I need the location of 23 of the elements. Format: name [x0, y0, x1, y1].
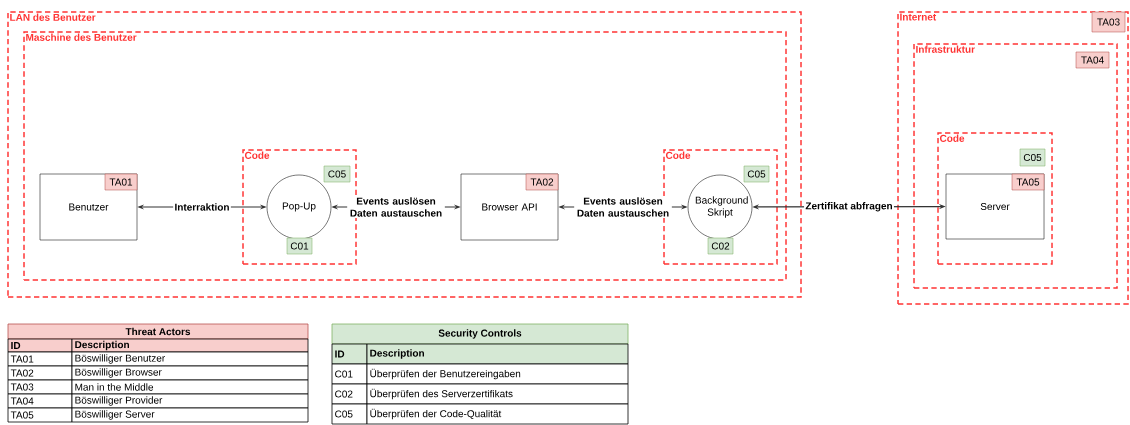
control-tag: C01 — [286, 237, 313, 255]
table-cell: C01 — [331, 363, 368, 385]
edge-label: Interraktion — [173, 202, 231, 212]
edge-label: Events auslösen Daten austauschen — [347, 196, 445, 218]
threat-actor-tag: TA05 — [1011, 173, 1045, 191]
table-cell: TA05 — [7, 407, 73, 423]
control-tag: C05 — [743, 165, 770, 183]
edge-label: Events auslösen Daten austauschen — [574, 196, 672, 218]
table-cell: TA01 — [7, 351, 73, 367]
table-cell: C05 — [331, 403, 368, 425]
threat-actor-tag: TA02 — [525, 173, 559, 191]
control-tag: C05 — [323, 165, 351, 183]
table-cell: TA04 — [7, 393, 73, 409]
threat-actor-tag: TA04 — [1075, 51, 1110, 69]
control-tag: C02 — [707, 237, 734, 255]
table-header: ID — [331, 343, 368, 365]
table-cell: TA03 — [7, 379, 73, 395]
threat-actor-tag: TA03 — [1091, 11, 1126, 33]
table-cell: C02 — [331, 383, 368, 405]
table-cell: TA02 — [7, 365, 73, 381]
threat-actor-tag: TA01 — [104, 173, 138, 191]
control-tag: C05 — [1019, 148, 1046, 167]
edge-label: Zertifikat abfragen — [804, 200, 894, 213]
